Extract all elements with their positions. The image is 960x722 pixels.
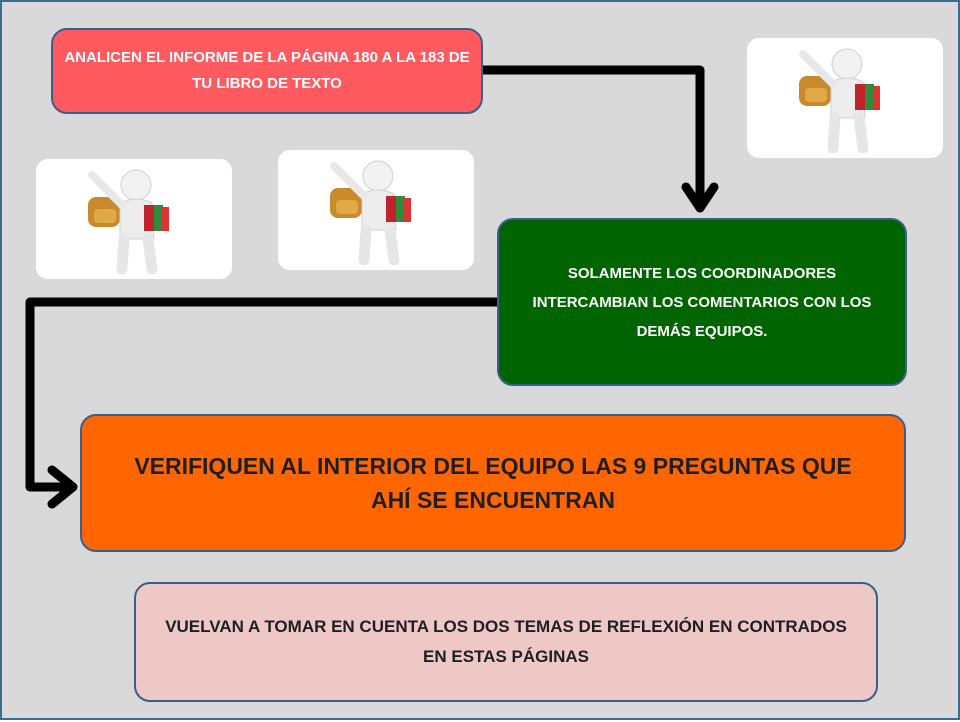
arrowhead-right [47, 465, 78, 509]
analyze-report-box: ANALICEN EL INFORME DE LA PÁGINA 180 A L… [51, 28, 483, 114]
verify-questions-text: VERIFIQUEN AL INTERIOR DEL EQUIPO LAS 9 … [134, 453, 852, 513]
analyze-report-text: ANALICEN EL INFORME DE LA PÁGINA 180 A L… [64, 49, 470, 92]
student-image-2 [278, 150, 474, 270]
coordinators-text: SOLAMENTE LOS COORDINADORES INTERCAMBIAN… [532, 264, 872, 340]
student-with-backpack-and-books-icon [88, 169, 169, 275]
student-image-3 [747, 38, 943, 158]
coordinators-box: SOLAMENTE LOS COORDINADORES INTERCAMBIAN… [497, 218, 907, 386]
student-with-backpack-and-books-icon [799, 48, 880, 154]
student-with-backpack-and-books-icon [330, 160, 411, 266]
reflection-topics-box: VUELVAN A TOMAR EN CUENTA LOS DOS TEMAS … [134, 582, 878, 702]
student-image-1 [36, 159, 232, 279]
arrowhead-down [681, 182, 719, 213]
reflection-topics-text: VUELVAN A TOMAR EN CUENTA LOS DOS TEMAS … [165, 617, 847, 666]
verify-questions-box: VERIFIQUEN AL INTERIOR DEL EQUIPO LAS 9 … [80, 414, 906, 552]
arrow-analyze-to-coordinators [483, 65, 705, 207]
